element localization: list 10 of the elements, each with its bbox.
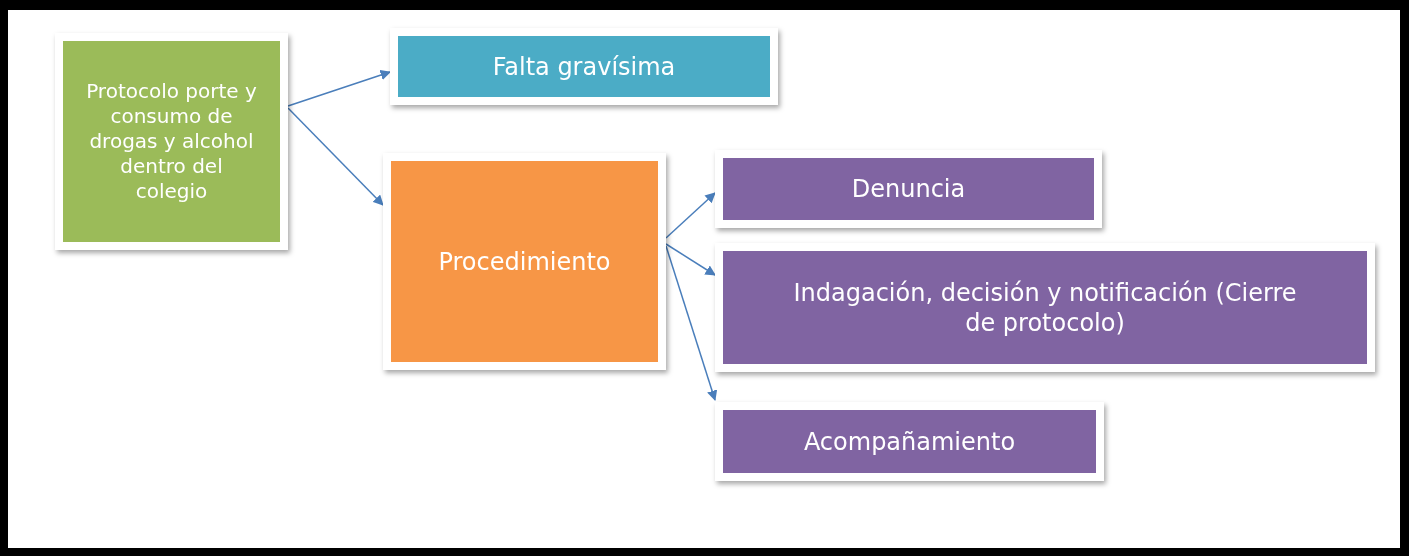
node-label: Procedimiento [438, 246, 611, 277]
node-label: Indagación, decisión y notificación (Cierre de protocolo) [792, 277, 1298, 338]
node-label: Falta gravísima [492, 51, 676, 82]
arrow [287, 70, 391, 107]
node-label: Acompañamiento [803, 426, 1016, 457]
node-label: Denuncia [851, 174, 966, 204]
node-label: Protocolo porte y consumo de drogas y alcohol dentro del colegio [85, 79, 258, 204]
arrow [287, 107, 384, 206]
arrow [665, 243, 716, 276]
arrow [665, 192, 716, 239]
